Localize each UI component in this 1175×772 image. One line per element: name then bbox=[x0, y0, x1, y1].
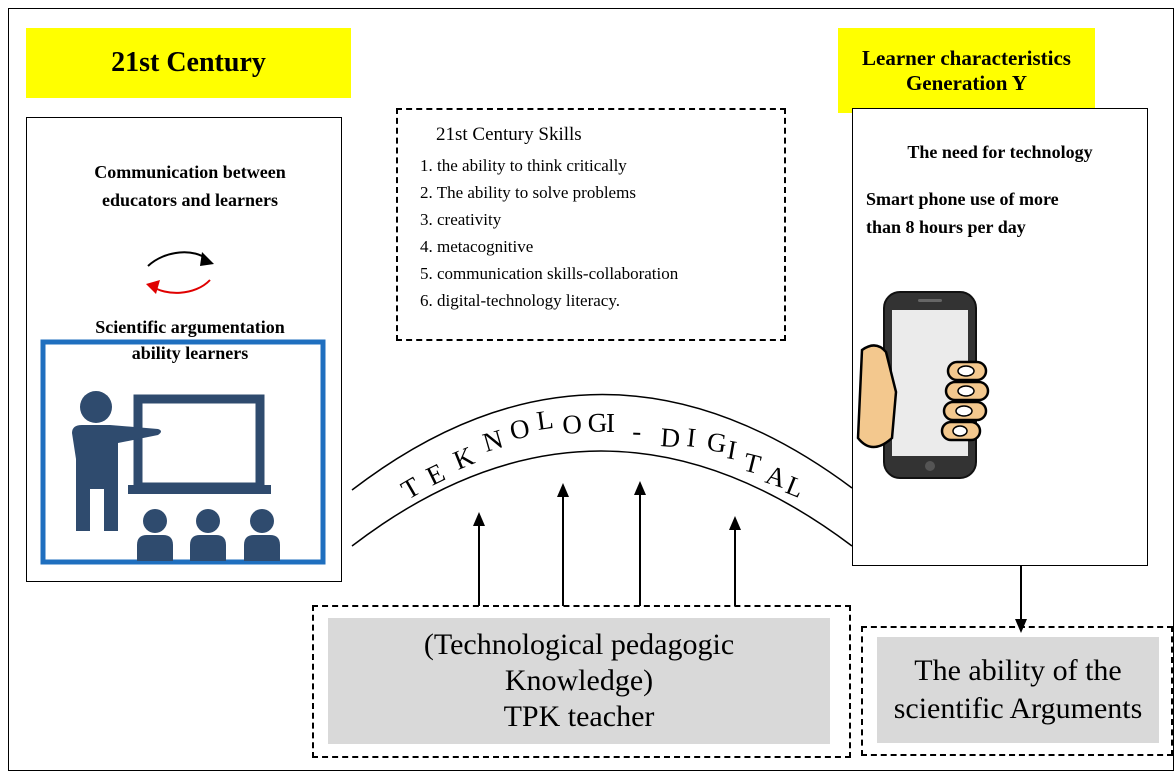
smartphone-usage-line2: than 8 hours per day bbox=[866, 217, 1026, 237]
header-learner-line2: Generation Y bbox=[905, 70, 1028, 95]
arrow-up bbox=[557, 483, 569, 497]
arc-letter: N bbox=[479, 424, 506, 458]
skill-item: 6. digital-technology literacy. bbox=[420, 291, 620, 310]
argumentation-line1: Scientific argumentation bbox=[95, 317, 285, 337]
tpk-line3: TPK teacher bbox=[503, 700, 655, 733]
smartphone-hand-icon bbox=[856, 291, 990, 479]
skills-box: 21st Century Skills 1. the ability to th… bbox=[396, 108, 786, 341]
tpk-box: (Technological pedagogic Knowledge) TPK … bbox=[328, 618, 830, 744]
arc-letter: K bbox=[449, 440, 479, 475]
smartphone-usage-text: Smart phone use of more than 8 hours per… bbox=[866, 185, 1140, 241]
arc-letter: I bbox=[685, 422, 697, 453]
arc-letter: I bbox=[606, 408, 615, 438]
arc-letter: L bbox=[535, 404, 556, 436]
arc-upper-line bbox=[351, 393, 853, 491]
skills-title: 21st Century Skills bbox=[436, 124, 582, 145]
arrow-up bbox=[634, 481, 646, 495]
arc-letter: D bbox=[660, 422, 682, 453]
communication-line2: educators and learners bbox=[102, 190, 278, 210]
tpk-line2: Knowledge) bbox=[504, 664, 654, 697]
arrow-up bbox=[729, 516, 741, 530]
header-learner-characteristics: Learner characteristics Generation Y bbox=[838, 28, 1095, 113]
arc-letter: T bbox=[741, 447, 765, 480]
result-box: The ability of the scientific Arguments bbox=[877, 637, 1159, 743]
communication-line1: Communication between bbox=[94, 162, 286, 182]
result-line1: The ability of the bbox=[914, 654, 1122, 687]
header-21st-century-text: 21st Century bbox=[111, 47, 266, 78]
exchange-arrows-icon bbox=[146, 251, 214, 294]
argumentation-text: Scientific argumentation ability learner… bbox=[50, 314, 330, 366]
skill-item: 1. the ability to think critically bbox=[420, 156, 627, 175]
arc-letter: O bbox=[507, 412, 532, 445]
teacher-classroom-icon bbox=[40, 339, 326, 565]
arrow-up bbox=[473, 512, 485, 526]
skill-item: 2. The ability to solve problems bbox=[420, 183, 636, 202]
communication-text: Communication between educators and lear… bbox=[60, 158, 320, 214]
diagram-frame bbox=[8, 8, 1174, 771]
need-technology-text: The need for technology bbox=[907, 142, 1093, 162]
arc-letter: G bbox=[705, 426, 728, 458]
tpk-dashed-box bbox=[312, 605, 851, 758]
header-learner-line1: Learner characteristics bbox=[862, 45, 1071, 70]
smartphone-usage-line1: Smart phone use of more bbox=[866, 189, 1059, 209]
result-line2: scientific Arguments bbox=[893, 692, 1143, 725]
arc-letter: O bbox=[561, 409, 583, 440]
skill-item: 4. metacognitive bbox=[420, 237, 534, 256]
header-21st-century: 21st Century bbox=[26, 28, 351, 98]
arc-letter: E bbox=[421, 457, 449, 491]
arc-letter: - bbox=[632, 416, 642, 446]
arc-letter: G bbox=[587, 407, 608, 438]
arc-lower-line bbox=[351, 450, 853, 547]
skill-item: 5. communication skills-collaboration bbox=[420, 264, 679, 283]
result-dashed-box bbox=[861, 626, 1173, 756]
skill-item: 3. creativity bbox=[420, 210, 502, 229]
tpk-line1: (Technological pedagogic bbox=[423, 628, 735, 661]
argumentation-line2: ability learners bbox=[131, 343, 249, 363]
